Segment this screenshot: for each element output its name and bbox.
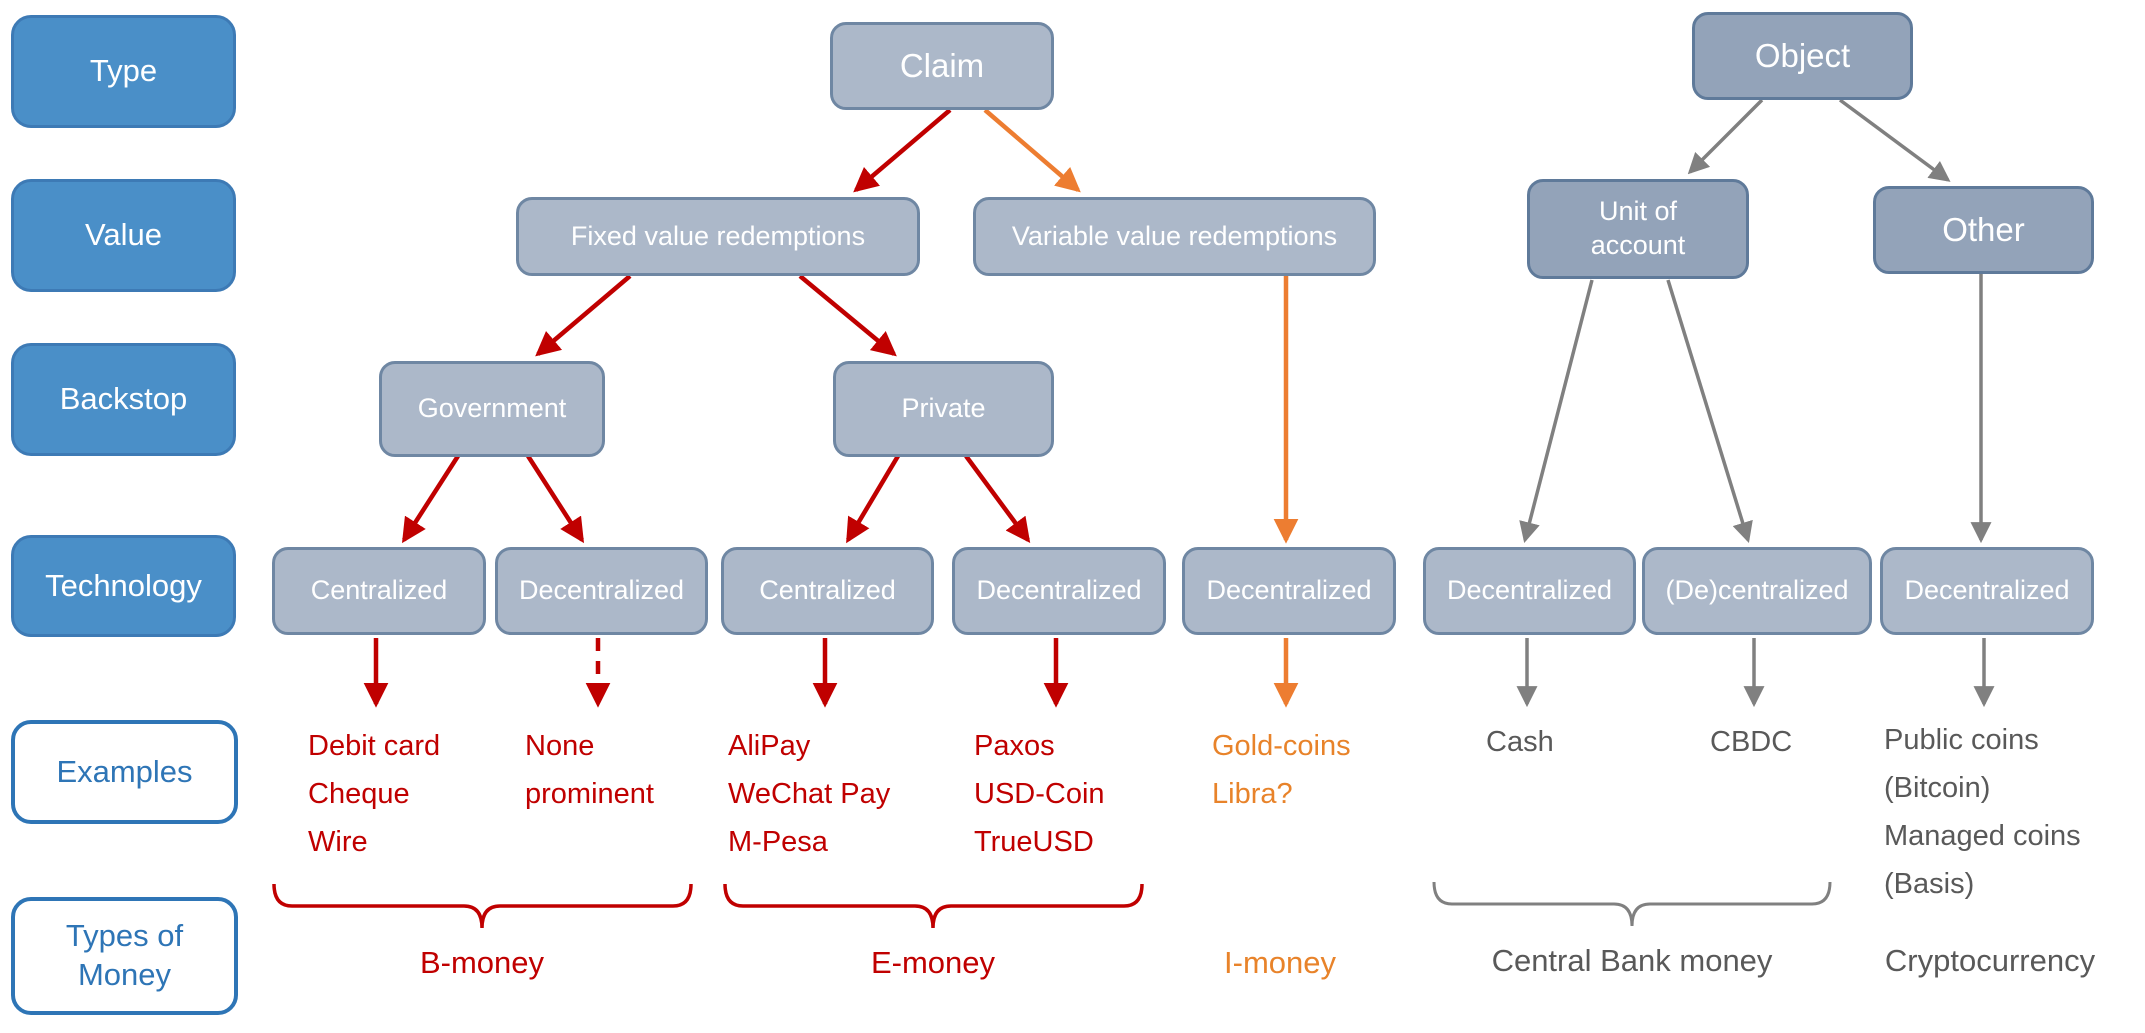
node-tech-variable-decentralized: Decentralized xyxy=(1182,547,1396,635)
node-variable-value-redemptions: Variable value redemptions xyxy=(973,197,1376,276)
arrow-claim-to-fixed xyxy=(853,108,952,193)
examples-b-money-centralized: Debit card Cheque Wire xyxy=(308,730,441,858)
brace-central-bank-money xyxy=(1432,881,1832,927)
money-type-e-money: E-money xyxy=(870,945,996,980)
sidebar-item-examples: Examples xyxy=(11,720,238,824)
examples-b-money-decentralized: None prominent xyxy=(525,730,654,810)
arrow-object-to-other xyxy=(1838,98,1951,182)
arrow-private-to-decentralized xyxy=(964,454,1031,543)
arrow-government-to-decentralized xyxy=(526,454,585,544)
money-type-central-bank: Central Bank money xyxy=(1491,943,1773,978)
node-unit-of-account: Unit of account xyxy=(1527,179,1749,279)
examples-cryptocurrency: Public coins (Bitcoin) Managed coins (Ba… xyxy=(1884,724,2081,900)
sidebar-item-value: Value xyxy=(11,179,236,292)
arrow-government-to-centralized xyxy=(401,454,460,544)
arrow-unit-to-decentralized-cash xyxy=(1519,279,1594,544)
arrow-unit-to-decentralized-cbdc xyxy=(1666,279,1753,544)
node-object: Object xyxy=(1692,12,1913,100)
arrow-private-to-centralized xyxy=(846,454,900,544)
arrow-claim-to-variable xyxy=(983,108,1081,193)
node-tech-crypto-decentralized: Decentralized xyxy=(1880,547,2094,635)
examples-e-money-centralized: AliPay WeChat Pay M-Pesa xyxy=(728,730,891,858)
arrow-fixed-to-government xyxy=(535,274,632,357)
money-type-i-money: I-money xyxy=(1224,945,1336,980)
examples-e-money-decentralized: Paxos USD-Coin TrueUSD xyxy=(974,730,1105,858)
node-tech-cash-decentralized: Decentralized xyxy=(1423,547,1636,635)
node-tech-gov-centralized: Centralized xyxy=(272,547,486,635)
node-tech-private-decentralized: Decentralized xyxy=(952,547,1166,635)
examples-cbdc: CBDC xyxy=(1710,726,1793,758)
node-tech-gov-decentralized: Decentralized xyxy=(495,547,708,635)
arrow-object-to-unit-of-account xyxy=(1687,98,1764,175)
sidebar-item-types-of-money: Types of Money xyxy=(11,897,238,1015)
node-government: Government xyxy=(379,361,605,457)
brace-b-money xyxy=(272,883,693,929)
sidebar-item-type: Type xyxy=(11,15,236,128)
node-other: Other xyxy=(1873,186,2094,274)
node-claim: Claim xyxy=(830,22,1054,110)
money-type-cryptocurrency: Cryptocurrency xyxy=(1884,943,2096,978)
sidebar-item-technology: Technology xyxy=(11,535,236,637)
node-tech-private-centralized: Centralized xyxy=(721,547,934,635)
brace-e-money xyxy=(723,883,1144,929)
node-fixed-value-redemptions: Fixed value redemptions xyxy=(516,197,920,276)
node-tech-cbdc-decentralized: (De)centralized xyxy=(1642,547,1872,635)
examples-i-money: Gold-coins Libra? xyxy=(1212,730,1351,810)
arrow-fixed-to-private xyxy=(798,274,897,357)
node-private: Private xyxy=(833,361,1054,457)
sidebar-item-backstop: Backstop xyxy=(11,343,236,456)
money-type-b-money: B-money xyxy=(419,945,545,980)
examples-cash: Cash xyxy=(1486,726,1554,758)
